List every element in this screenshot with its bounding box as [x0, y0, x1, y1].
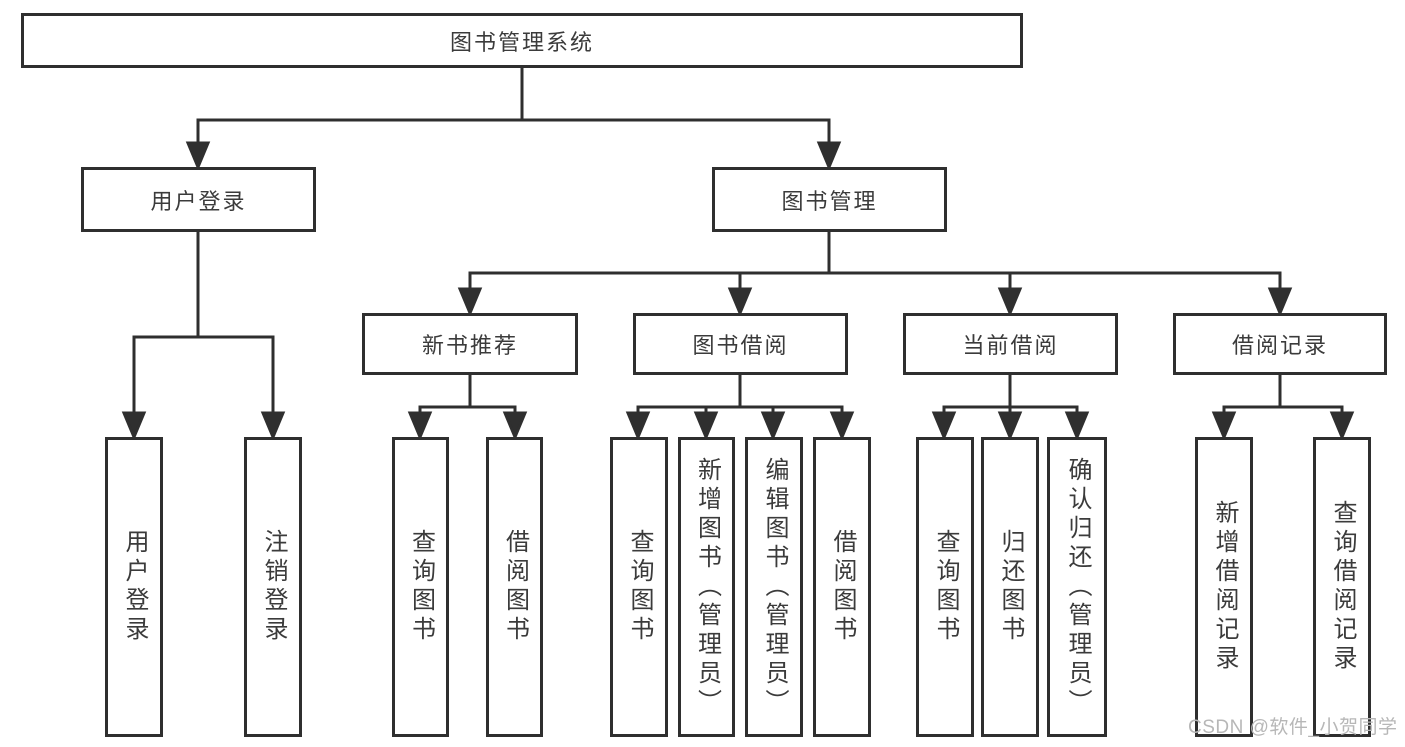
node-label: 查询图书	[626, 529, 653, 645]
node-label: 查询图书	[932, 529, 959, 645]
node-label: 用户登录	[121, 529, 148, 645]
node-label: 查询图书	[407, 529, 435, 645]
node-label: 图书管理	[781, 188, 878, 214]
node-book-borrow: 图书借阅	[633, 313, 848, 375]
node-label: 借阅记录	[1231, 333, 1328, 358]
leaf-query-books-borrow: 查询图书	[610, 437, 668, 737]
leaf-borrow-books-recommend: 借阅图书	[486, 437, 543, 737]
leaf-user-login: 用户登录	[105, 437, 163, 737]
node-user-login: 用户登录	[81, 167, 316, 232]
node-library-management-system: 图书管理系统	[21, 13, 1023, 68]
node-label: 编辑图书（管理员）	[761, 456, 788, 718]
node-label: 新增图书（管理员）	[693, 456, 721, 718]
leaf-logout-login: 注销登录	[244, 437, 302, 737]
node-current-borrow: 当前借阅	[903, 313, 1118, 375]
leaf-return-books: 归还图书	[981, 437, 1039, 737]
leaf-query-books-recommend: 查询图书	[392, 437, 449, 737]
node-label: 当前借阅	[962, 333, 1059, 358]
leaf-add-book-admin: 新增图书（管理员）	[678, 437, 735, 737]
node-label: 用户登录	[150, 188, 247, 214]
leaf-borrow-books: 借阅图书	[813, 437, 871, 737]
node-label: 查询借阅记录	[1329, 500, 1356, 674]
leaf-query-borrow-record: 查询借阅记录	[1313, 437, 1371, 737]
watermark: CSDN @软件_小贺同学	[1188, 717, 1398, 738]
leaf-query-books-current: 查询图书	[916, 437, 974, 737]
leaf-confirm-return-admin: 确认归还（管理员）	[1047, 437, 1107, 737]
node-label: 归还图书	[997, 529, 1024, 645]
leaf-add-borrow-record: 新增借阅记录	[1195, 437, 1253, 737]
node-label: 借阅图书	[829, 529, 856, 645]
node-new-book-recommend: 新书推荐	[362, 313, 578, 375]
node-label: 图书管理系统	[449, 29, 594, 55]
node-label: 借阅图书	[501, 529, 529, 645]
leaf-edit-book-admin: 编辑图书（管理员）	[745, 437, 803, 737]
node-label: 图书借阅	[692, 333, 789, 358]
node-borrow-records: 借阅记录	[1173, 313, 1387, 375]
node-book-management: 图书管理	[712, 167, 947, 232]
node-label: 新书推荐	[421, 333, 518, 358]
node-label: 新增借阅记录	[1211, 500, 1238, 674]
node-label: 注销登录	[260, 529, 287, 645]
node-label: 确认归还（管理员）	[1064, 456, 1091, 718]
